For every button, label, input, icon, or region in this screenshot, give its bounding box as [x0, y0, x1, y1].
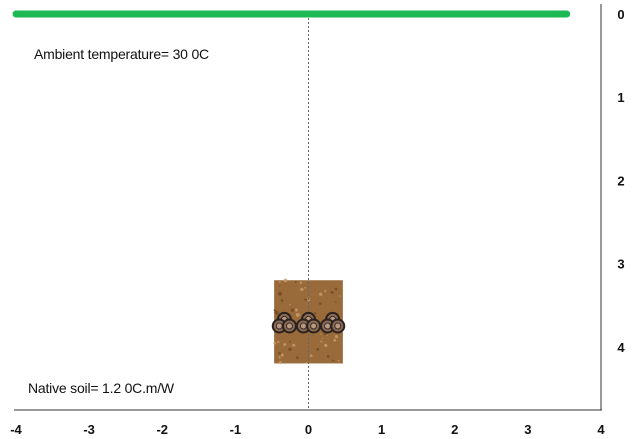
- soil-speck: [280, 353, 284, 357]
- soil-speck: [332, 359, 335, 362]
- cable-core: [275, 322, 283, 330]
- soil-speck: [324, 343, 328, 347]
- soil-speck: [319, 302, 322, 305]
- x-tick-label: 1: [378, 422, 385, 437]
- soil-speck: [273, 341, 277, 345]
- y-tick-labels: 0 1 2 3 4: [617, 7, 625, 355]
- x-tick-labels: -4 -3 -2 -1 0 1 2 3 4: [10, 422, 605, 437]
- soil-speck: [316, 347, 320, 351]
- y-tick-label: 0: [617, 7, 624, 22]
- cable-core: [310, 322, 318, 330]
- soil-speck: [274, 310, 279, 315]
- soil-speck: [337, 360, 340, 362]
- soil-speck: [280, 299, 284, 302]
- x-tick-label: -1: [230, 422, 242, 437]
- cables-layer: [271, 311, 346, 334]
- cable-core: [285, 322, 293, 330]
- soil-speck: [322, 337, 324, 339]
- soil-speck: [278, 361, 282, 365]
- soil-speck: [294, 308, 298, 312]
- soil-speck: [290, 308, 295, 312]
- soil-speck: [300, 287, 304, 291]
- cable-core: [299, 322, 307, 330]
- soil-speck: [339, 295, 341, 297]
- soil-speck: [277, 291, 283, 296]
- cable-core: [324, 322, 332, 330]
- soil-speck: [273, 309, 276, 312]
- soil-speck: [305, 361, 307, 364]
- soil-speck: [278, 356, 281, 359]
- soil-speck: [305, 298, 308, 301]
- soil-speck: [279, 285, 281, 287]
- soil-speck: [289, 304, 291, 306]
- soil-speck: [299, 281, 303, 285]
- x-tick-label: -2: [156, 422, 168, 437]
- soil-speck: [334, 301, 337, 304]
- soil-speck: [319, 292, 323, 296]
- x-tick-label: 3: [524, 422, 531, 437]
- soil-speck: [296, 356, 299, 359]
- ambient-temperature-label: Ambient temperature= 30 0C: [34, 46, 209, 62]
- soil-speck: [304, 286, 306, 289]
- soil-speck: [278, 352, 281, 355]
- y-tick-label: 1: [617, 90, 624, 105]
- soil-speck: [334, 334, 339, 339]
- x-tick-label: 0: [305, 422, 312, 437]
- soil-speck: [334, 287, 338, 291]
- soil-speck: [333, 338, 337, 342]
- y-tick-label: 2: [617, 173, 624, 188]
- soil-speck: [320, 340, 323, 343]
- soil-speck: [289, 340, 292, 343]
- soil-speck: [303, 298, 306, 301]
- soil-speck: [314, 312, 317, 315]
- soil-speck: [277, 340, 280, 344]
- soil-speck: [283, 343, 287, 347]
- cable-core: [334, 322, 342, 330]
- soil-speck: [294, 281, 297, 283]
- soil-speck: [295, 313, 300, 317]
- axes-layer: [14, 4, 602, 411]
- soil-speck: [288, 347, 292, 351]
- native-soil-label: Native soil= 1.2 0C.m/W: [28, 380, 174, 396]
- y-tick-label: 3: [617, 257, 624, 272]
- y-tick-label: 4: [617, 340, 625, 355]
- soil-speck: [324, 290, 327, 293]
- x-tick-label: 2: [451, 422, 458, 437]
- soil-speck: [326, 354, 330, 358]
- soil-speck: [330, 290, 334, 294]
- x-tick-label: -4: [10, 422, 22, 437]
- x-tick-label: 4: [597, 422, 605, 437]
- soil-speck: [292, 343, 296, 347]
- soil-speck: [283, 278, 288, 283]
- soil-speck: [278, 281, 281, 283]
- soil-speck: [309, 354, 313, 357]
- x-tick-label: -3: [83, 422, 95, 437]
- soil-speck: [320, 333, 322, 335]
